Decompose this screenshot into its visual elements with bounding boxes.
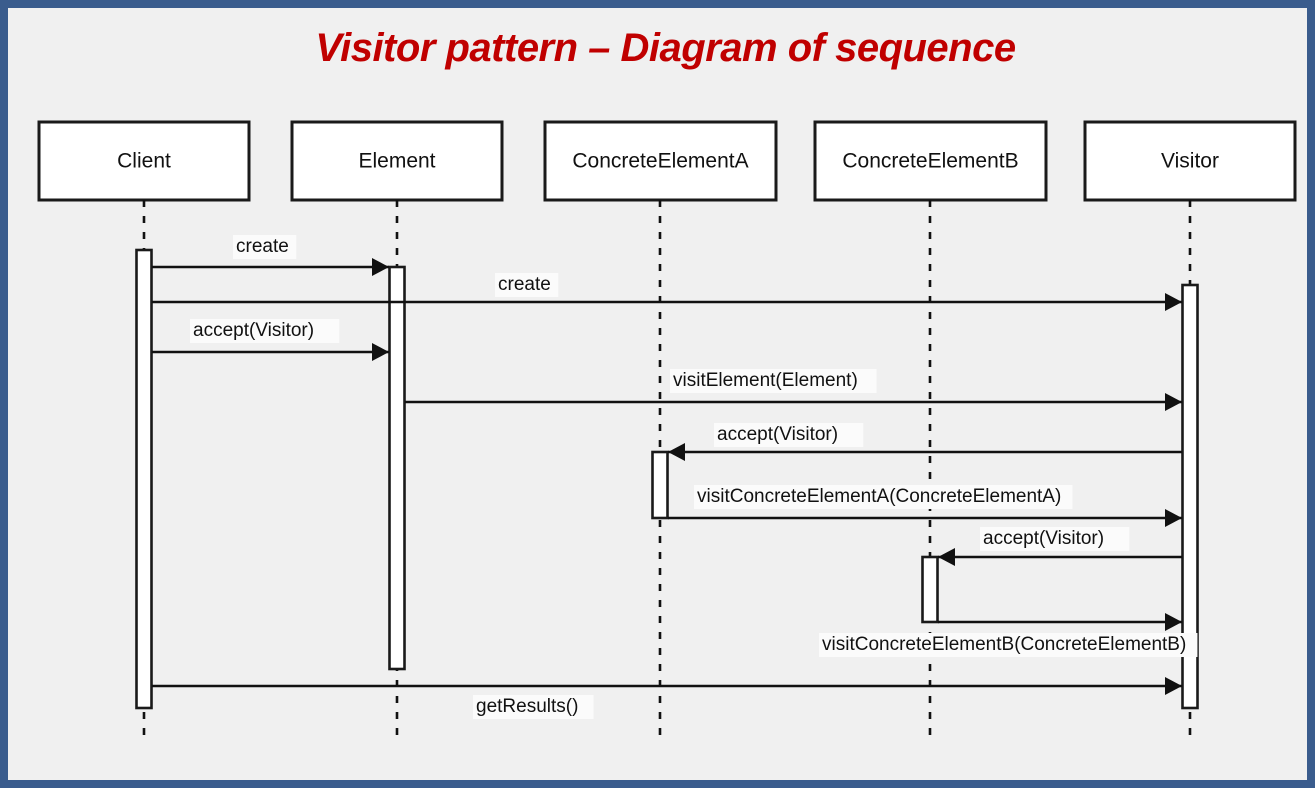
message-label-backdrop (233, 235, 297, 259)
message-3: visitElement(Element) (405, 369, 1182, 411)
lifelines-layer: Client Element ConcreteElementA ConcreteEle… (37, 120, 1297, 743)
message-arrowhead (372, 343, 389, 361)
message-label-backdrop (495, 273, 559, 297)
participant-box (543, 120, 778, 202)
message-label-backdrop (980, 527, 1130, 551)
message-arrowhead (1165, 677, 1182, 695)
message-arrowhead (1165, 509, 1182, 527)
message-7: visitConcreteElementB(ConcreteElementB) (819, 613, 1198, 657)
sequence-diagram: Client Element ConcreteElementA ConcreteEle… (37, 120, 1297, 743)
message-8: getResults() (152, 677, 1182, 719)
activation-bar-concreteelementb (921, 555, 939, 624)
lifeline-concreteelementb: ConcreteElementB (813, 120, 1048, 743)
message-label: create (498, 274, 551, 295)
message-arrowhead (372, 258, 389, 276)
participant-label: Client (117, 150, 171, 173)
message-arrowhead (668, 443, 685, 461)
participant-label: ConcreteElementA (572, 150, 748, 173)
message-label: create (236, 236, 289, 257)
message-label: accept(Visitor) (983, 528, 1104, 549)
activation-bar-client (135, 248, 153, 710)
activation-bar-concreteelementa (651, 450, 669, 520)
message-label: visitElement(Element) (673, 370, 858, 391)
message-arrowhead (938, 548, 955, 566)
message-label: accept(Visitor) (193, 320, 314, 341)
participant-label: ConcreteElementB (842, 150, 1018, 173)
participant-label: Visitor (1161, 150, 1219, 173)
messages-layer: create create accept(Visitor) visitElement(… (152, 235, 1198, 719)
message-label-backdrop (694, 485, 1073, 509)
activation-bar-visitor (1181, 283, 1199, 710)
message-label-backdrop (714, 423, 864, 447)
message-label: getResults() (476, 696, 578, 717)
message-label-backdrop (819, 633, 1198, 657)
message-label: visitConcreteElementB(ConcreteElementB) (822, 634, 1186, 655)
message-6: accept(Visitor) (938, 527, 1182, 566)
message-arrowhead (1165, 393, 1182, 411)
message-label-backdrop (190, 319, 340, 343)
lifeline-visitor: Visitor (1083, 120, 1297, 743)
message-label: accept(Visitor) (717, 424, 838, 445)
message-label: visitConcreteElementA(ConcreteElementA) (697, 486, 1061, 507)
page-title: Visitor pattern – Diagram of sequence (315, 26, 1016, 70)
message-0: create (152, 235, 389, 276)
message-label-backdrop (473, 695, 594, 719)
activations-layer (135, 248, 1199, 710)
lifeline-concreteelementa: ConcreteElementA (543, 120, 778, 743)
message-2: accept(Visitor) (152, 319, 389, 361)
participant-label: Element (358, 150, 435, 173)
message-label-backdrop (670, 369, 877, 393)
message-5: visitConcreteElementA(ConcreteElementA) (668, 485, 1182, 527)
message-4: accept(Visitor) (668, 423, 1182, 461)
participant-box (37, 120, 251, 202)
message-1: create (152, 273, 1182, 311)
activation-bar-element (388, 265, 406, 671)
message-arrowhead (1165, 613, 1182, 631)
message-arrowhead (1165, 293, 1182, 311)
participant-box (1083, 120, 1297, 202)
